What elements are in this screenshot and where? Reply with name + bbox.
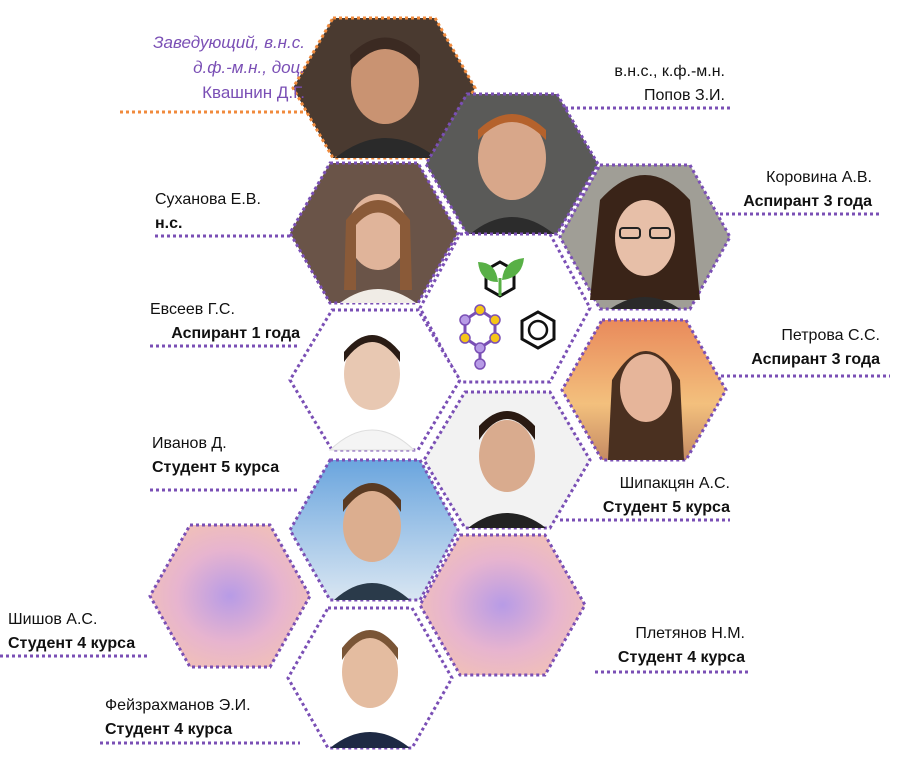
korovina-label: Коровина А.В. Аспирант 3 года	[700, 168, 872, 212]
suhanova-role: н.с.	[155, 215, 183, 232]
hex-ivanov	[288, 458, 460, 602]
hex-petrova	[560, 318, 728, 462]
petrova-name: Петрова С.С.	[781, 327, 880, 344]
shipak-role: Студент 5 курса	[602, 499, 730, 516]
hex-shishov-placeholder	[148, 523, 312, 669]
head-name: Квашнин Д.Г.	[202, 83, 305, 102]
ivanov-name: Иванов Д.	[152, 435, 227, 452]
feyz-role: Студент 4 курса	[105, 721, 233, 738]
head-label: Заведующий, в.н.с. д.ф.-м.н., доц. Квашн…	[100, 30, 305, 105]
evseev-role: Аспирант 1 года	[171, 325, 300, 342]
feyz-label: Фейзрахманов Э.И. Студент 4 курса	[105, 696, 251, 740]
popov-role: в.н.с., к.ф.-м.н.	[614, 63, 725, 80]
ivanov-role: Студент 5 курса	[152, 459, 280, 476]
benzene-icon	[520, 310, 556, 350]
hex-pletyanov-placeholder	[418, 533, 587, 677]
shishov-role: Студент 4 курса	[8, 635, 136, 652]
shipak-name: Шипакцян А.С.	[619, 475, 730, 492]
shishov-label: Шишов А.С. Студент 4 курса	[8, 610, 135, 654]
pletyanov-label: Плетянов Н.М. Студент 4 курса	[590, 624, 745, 668]
molecule-icon	[459, 304, 501, 370]
shishov-name: Шишов А.С.	[8, 611, 98, 628]
petrova-label: Петрова С.С. Аспирант 3 года	[710, 326, 880, 370]
popov-label: в.н.с., к.ф.-м.н. Попов З.И.	[560, 62, 725, 106]
suhanova-label: Суханова Е.В. н.с.	[155, 190, 261, 234]
pletyanov-role: Студент 4 курса	[617, 649, 745, 666]
hex-logo	[418, 232, 592, 384]
head-title: Заведующий, в.н.с.	[153, 33, 305, 52]
hex-evseev	[288, 308, 462, 452]
hex-feyz	[286, 606, 454, 750]
head-degree: д.ф.-м.н., доц.	[193, 58, 305, 77]
ivanov-label: Иванов Д. Студент 5 курса	[152, 434, 279, 478]
hex-korovina	[558, 163, 732, 311]
hex-kvashnin	[291, 16, 477, 160]
korovina-name: Коровина А.В.	[766, 169, 872, 186]
evseev-name: Евсеев Г.С.	[150, 301, 235, 318]
popov-name: Попов З.И.	[644, 87, 725, 104]
shipak-label: Шипакцян А.С. Студент 5 курса	[580, 474, 730, 518]
hex-suhanova	[288, 161, 460, 305]
hex-shipak	[422, 390, 592, 530]
petrova-role: Аспирант 3 года	[751, 351, 880, 368]
korovina-role: Аспирант 3 года	[743, 193, 872, 210]
feyz-name: Фейзрахманов Э.И.	[105, 697, 251, 714]
pletyanov-name: Плетянов Н.М.	[635, 625, 745, 642]
leaf-icon	[478, 262, 498, 282]
suhanova-name: Суханова Е.В.	[155, 191, 261, 208]
evseev-label: Евсеев Г.С. Аспирант 1 года	[130, 300, 300, 344]
hex-popov	[424, 92, 600, 236]
